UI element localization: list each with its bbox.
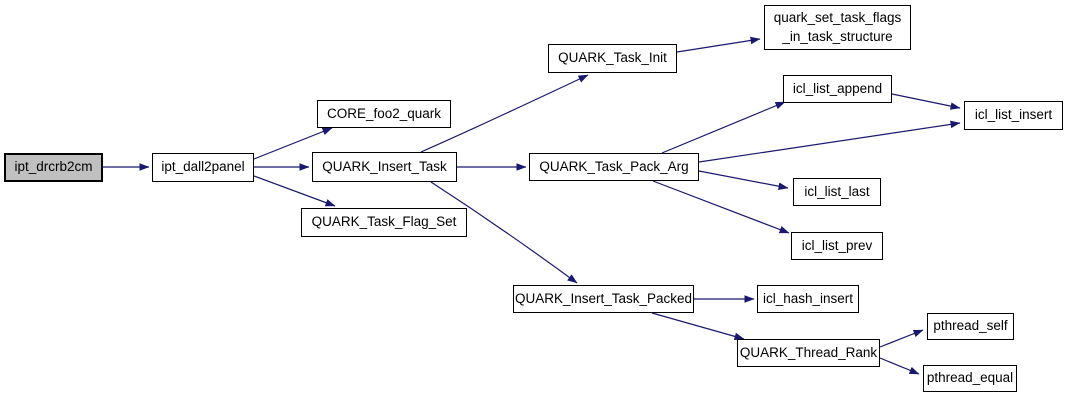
- node-icl_list_prev[interactable]: icl_list_prev: [791, 232, 883, 260]
- node-label: icl_hash_insert: [762, 290, 854, 306]
- edge-QUARK_Insert_Task_Packed-to-QUARK_Thread_Rank: [651, 312, 745, 341]
- edge-QUARK_Task_Pack_Arg-to-icl_list_last: [698, 170, 789, 190]
- edge-QUARK_Task_Init-to-quark_set_task_flags_in_task_structure: [676, 36, 761, 53]
- node-pthread_equal[interactable]: pthread_equal: [923, 365, 1017, 392]
- node-label: _in_task_structure: [782, 28, 893, 44]
- node-label: QUARK_Insert_Task_Packed: [514, 290, 693, 306]
- node-label: icl_list_last: [804, 183, 870, 199]
- node-label: pthread_equal: [926, 370, 1014, 386]
- node-label: pthread_self: [933, 318, 1008, 334]
- node-label: QUARK_Task_Pack_Arg: [539, 158, 689, 174]
- node-label: QUARK_Task_Flag_Set: [311, 214, 457, 230]
- node-QUARK_Insert_Task[interactable]: QUARK_Insert_Task: [312, 152, 457, 182]
- edge-QUARK_Task_Pack_Arg-to-icl_list_insert: [698, 120, 961, 163]
- edge-QUARK_Task_Pack_Arg-to-icl_list_prev: [652, 180, 790, 234]
- node-label: QUARK_Thread_Rank: [739, 344, 878, 360]
- edge-ipt_dall2panel-to-CORE_foo2_quark: [253, 127, 333, 160]
- edge-ipt_dall2panel-to-QUARK_Task_Flag_Set: [253, 175, 336, 207]
- node-quark_set_task_flags_in_task_structure[interactable]: quark_set_task_flags _in_task_structure: [764, 5, 911, 50]
- node-icl_list_insert[interactable]: icl_list_insert: [964, 101, 1063, 130]
- edge-QUARK_Thread_Rank-to-pthread_equal: [879, 357, 920, 375]
- node-QUARK_Task_Init[interactable]: QUARK_Task_Init: [548, 44, 677, 73]
- edge-QUARK_Task_Pack_Arg-to-icl_list_append: [661, 101, 786, 154]
- node-label: QUARK_Insert_Task: [322, 158, 447, 174]
- edge-QUARK_Insert_Task-to-QUARK_Insert_Task_Packed: [430, 181, 578, 284]
- node-QUARK_Task_Flag_Set[interactable]: QUARK_Task_Flag_Set: [301, 208, 467, 237]
- node-label: ipt_dall2panel: [161, 159, 245, 175]
- node-CORE_foo2_quark[interactable]: CORE_foo2_quark: [317, 100, 451, 128]
- node-label: CORE_foo2_quark: [326, 105, 442, 121]
- node-icl_hash_insert[interactable]: icl_hash_insert: [757, 285, 859, 313]
- node-label: ipt_drcrb2cm: [14, 159, 93, 175]
- node-icl_list_last[interactable]: icl_list_last: [793, 178, 881, 206]
- node-label: icl_list_append: [792, 80, 883, 96]
- edge-QUARK_Thread_Rank-to-pthread_self: [879, 329, 924, 348]
- node-label: icl_list_prev: [801, 237, 873, 253]
- node-ipt_drcrb2cm: ipt_drcrb2cm: [4, 153, 103, 182]
- node-label: QUARK_Task_Init: [558, 50, 667, 66]
- node-ipt_dall2panel[interactable]: ipt_dall2panel: [152, 153, 254, 182]
- node-label: icl_list_insert: [974, 107, 1053, 123]
- node-label: quark_set_task_flags: [773, 9, 902, 25]
- edges: [103, 36, 961, 375]
- node-icl_list_append[interactable]: icl_list_append: [783, 75, 892, 103]
- node-pthread_self[interactable]: pthread_self: [927, 313, 1014, 340]
- edge-icl_list_append-to-icl_list_insert: [891, 93, 961, 110]
- node-QUARK_Task_Pack_Arg[interactable]: QUARK_Task_Pack_Arg: [529, 153, 699, 181]
- edge-QUARK_Insert_Task-to-QUARK_Task_Init: [420, 74, 589, 153]
- node-QUARK_Insert_Task_Packed[interactable]: QUARK_Insert_Task_Packed: [513, 285, 694, 313]
- node-QUARK_Thread_Rank[interactable]: QUARK_Thread_Rank: [737, 339, 880, 367]
